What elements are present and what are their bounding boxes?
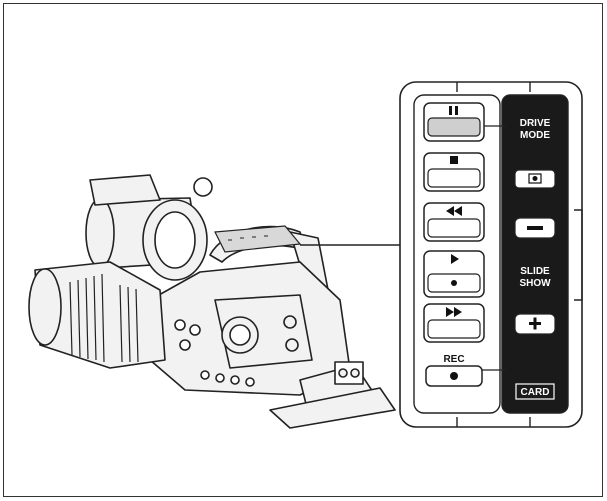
panel-location-hatch [228, 235, 268, 241]
play-icon [451, 254, 459, 264]
drive-mode-label-line1: DRIVE [520, 118, 551, 129]
panel-location-marker [214, 225, 302, 253]
figure-frame [3, 3, 603, 497]
photo-button[interactable] [514, 169, 556, 189]
drive-mode-label-line2: MODE [520, 130, 550, 141]
rec-button[interactable]: REC [425, 354, 483, 387]
camera-icon [528, 173, 542, 184]
rec-label: REC [443, 354, 464, 365]
stop-icon [450, 156, 458, 164]
rewind-button[interactable] [423, 202, 485, 242]
pause-button[interactable] [423, 102, 485, 142]
drive-mode-button[interactable]: DRIVE MODE [520, 118, 551, 141]
rewind-icon [446, 206, 462, 216]
slide-show-label-line1: SLIDE [520, 266, 550, 277]
play-button[interactable] [423, 250, 485, 298]
minus-icon [527, 226, 543, 230]
slide-show-label-line2: SHOW [519, 278, 551, 289]
plus-icon [529, 317, 541, 330]
plus-button[interactable] [514, 313, 556, 335]
camcorder-body [28, 174, 396, 429]
card-label: CARD [521, 387, 550, 398]
minus-button[interactable] [514, 217, 556, 239]
fast-forward-button[interactable] [423, 303, 485, 343]
slide-show-button[interactable]: SLIDE SHOW [519, 266, 551, 289]
stop-button[interactable] [423, 152, 485, 192]
pause-icon [449, 106, 458, 115]
fast-forward-icon [446, 307, 462, 317]
play-dot-icon [451, 280, 457, 286]
card-label-box: CARD [515, 383, 555, 400]
record-dot-icon [450, 372, 458, 380]
